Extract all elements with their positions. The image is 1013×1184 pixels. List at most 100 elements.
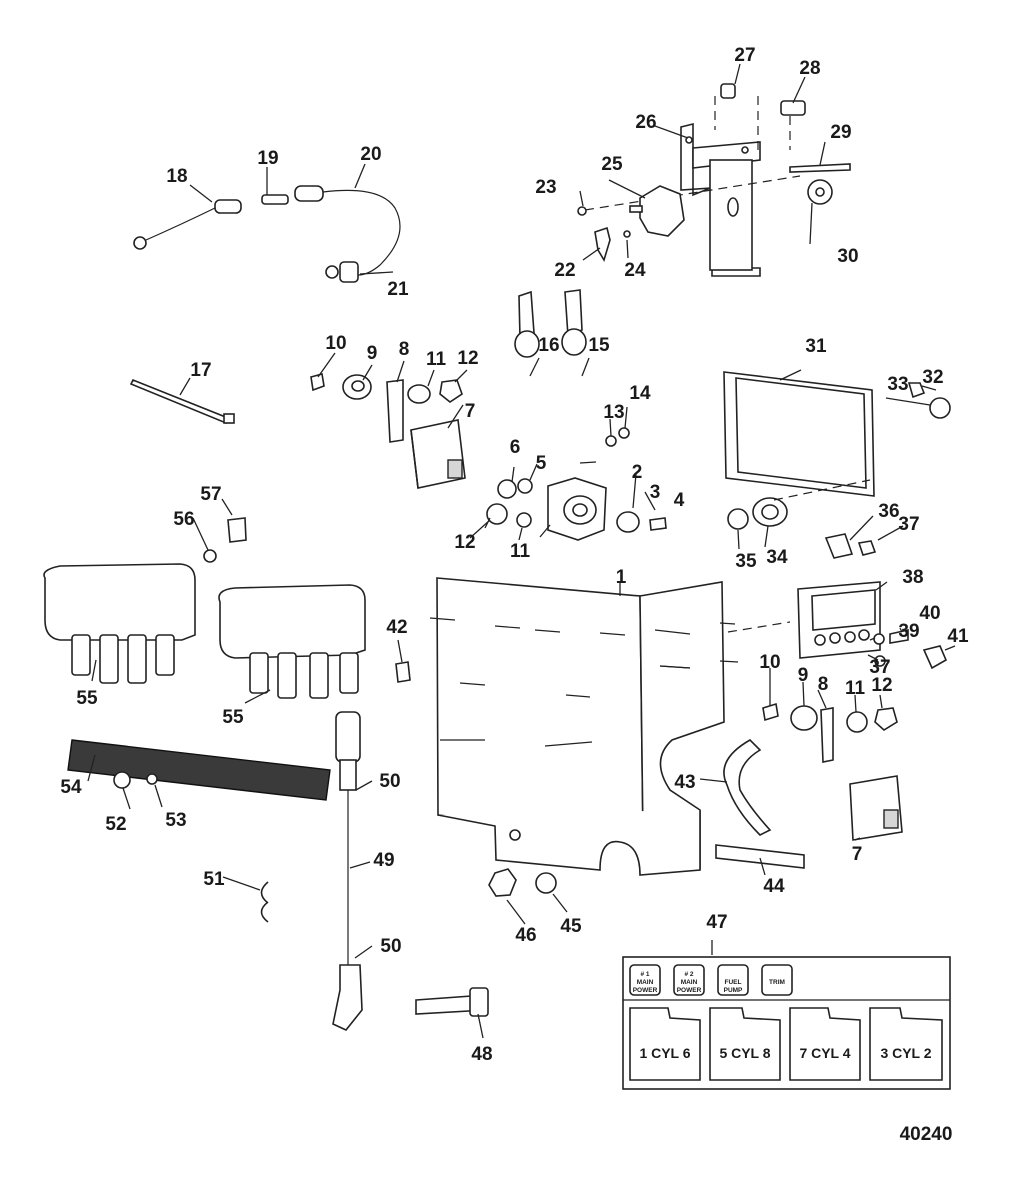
callout: 10	[759, 652, 780, 673]
misc-hardware	[488, 739, 805, 897]
callout: 46	[515, 925, 536, 946]
fuse-label-line: MAIN	[681, 979, 698, 986]
relay-bracket-assembly	[577, 83, 851, 277]
spark-plug-wire	[260, 711, 489, 1031]
coil-label-group: 1 CYL 6 5 CYL 8 7 CYL 4 3 CYL 2	[629, 1007, 943, 1081]
callout: 24	[624, 260, 646, 281]
relay-group-upper	[310, 372, 466, 489]
callout: 1	[616, 567, 627, 588]
callout: 57	[200, 484, 221, 505]
callout: 34	[766, 547, 788, 568]
callout: 35	[735, 551, 757, 572]
figure-number: 40240	[900, 1124, 953, 1145]
callout: 55	[76, 688, 98, 709]
callout: 9	[367, 343, 378, 364]
callout: 27	[734, 45, 755, 66]
callout: 54	[60, 777, 82, 798]
callout: 30	[837, 246, 858, 267]
fuse-label-line: MAIN	[637, 979, 654, 986]
fuse-label-line: TRIM	[769, 979, 785, 986]
fuse-label-line: FUEL	[725, 979, 742, 986]
engine-control-module	[723, 371, 951, 530]
callout: 41	[947, 626, 969, 647]
callout: 29	[830, 122, 851, 143]
callout: 23	[535, 177, 556, 198]
callout: 2	[632, 462, 643, 483]
coil-label: 7 CYL 4	[799, 1045, 850, 1061]
coil-rail	[67, 739, 331, 801]
coil-label: 1 CYL 6	[639, 1045, 690, 1061]
callout: 19	[257, 148, 278, 169]
callout: 33	[887, 374, 908, 395]
callout: 22	[554, 260, 575, 281]
callout: 12	[871, 675, 892, 696]
ignition-coils	[43, 517, 411, 699]
callout: 16	[538, 335, 559, 356]
callout: 37	[869, 657, 890, 678]
callout: 8	[818, 674, 829, 695]
callout: 12	[457, 348, 478, 369]
callout: 11	[845, 678, 866, 699]
callout: 9	[798, 665, 809, 686]
callout: 48	[471, 1044, 492, 1065]
callout: 45	[560, 916, 582, 937]
callout: 17	[190, 360, 211, 381]
callout: 37	[898, 514, 919, 535]
fuse-label-group: # 1 MAIN POWER # 2 MAIN POWER FUEL PUMP …	[629, 964, 793, 996]
callout: 26	[635, 112, 656, 133]
callout: 32	[922, 367, 943, 388]
callout: 47	[706, 912, 727, 933]
callout: 51	[203, 869, 225, 890]
callout: 20	[360, 144, 381, 165]
callout: 13	[603, 402, 624, 423]
ignition-module-group	[486, 289, 667, 541]
callout: 4	[674, 490, 685, 511]
callout: 38	[902, 567, 923, 588]
callout: 12	[454, 532, 475, 553]
callout: 39	[898, 621, 919, 642]
callout: 5	[536, 453, 547, 474]
callout: 6	[510, 437, 521, 458]
callout: 7	[465, 401, 476, 422]
callout: 7	[852, 844, 863, 865]
callout-labels: 1 2 3 4 5 6 7 7 8 8 9 9 10 10 11 11 11 1…	[60, 45, 969, 1065]
callout: 36	[878, 501, 899, 522]
fuse-label-line: PUMP	[724, 987, 743, 994]
callout: 21	[387, 279, 409, 300]
callout: 28	[799, 58, 820, 79]
callout: 3	[650, 482, 661, 503]
callout: 49	[373, 850, 394, 871]
callout: 55	[222, 707, 244, 728]
fuse-label-line: POWER	[633, 987, 658, 994]
callout: 8	[399, 339, 410, 360]
coil-label: 3 CYL 2	[880, 1045, 931, 1061]
fuse-label-line: # 2	[684, 971, 693, 978]
callout: 52	[105, 814, 126, 835]
callout: 25	[601, 154, 623, 175]
leader-lines	[87, 63, 956, 1039]
callout: 43	[674, 772, 695, 793]
callout: 40	[919, 603, 940, 624]
callout: 50	[379, 771, 400, 792]
fuse-label-line: # 1	[640, 971, 649, 978]
callout: 15	[588, 335, 610, 356]
ground-cable-assembly	[133, 185, 401, 283]
callout: 44	[763, 876, 785, 897]
coil-label: 5 CYL 8	[719, 1045, 770, 1061]
callout: 11	[510, 541, 531, 562]
callout: 18	[166, 166, 187, 187]
callout: 10	[325, 333, 346, 354]
mounting-plate	[429, 577, 739, 876]
callout: 14	[629, 383, 651, 404]
callout: 53	[165, 810, 186, 831]
callout: 11	[426, 349, 447, 370]
fuse-block-group	[727, 533, 948, 670]
fuse-label-line: POWER	[677, 987, 702, 994]
callout: 42	[386, 617, 407, 638]
callout: 56	[173, 509, 194, 530]
relay-group-lower	[762, 702, 903, 841]
callout: 31	[805, 336, 827, 357]
fuse-coil-decal: # 1 MAIN POWER # 2 MAIN POWER FUEL PUMP …	[622, 956, 951, 1090]
cable-tie	[129, 378, 235, 425]
